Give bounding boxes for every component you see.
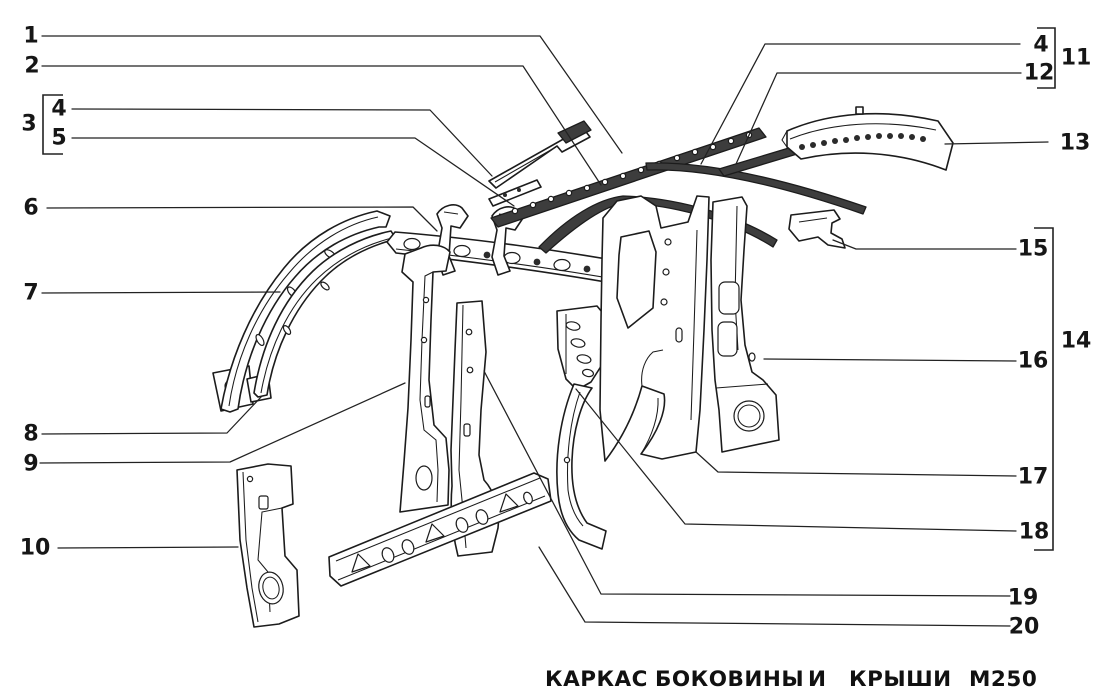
- leader-18: [575, 388, 1017, 532]
- leader-16: [763, 358, 1017, 362]
- group-brackets: [42, 27, 1056, 551]
- bracket-assembly-14: [1034, 227, 1054, 551]
- part-body-side-panel: [599, 195, 710, 462]
- leader-19: [483, 370, 1011, 597]
- callout-9: 9: [23, 452, 38, 477]
- part-front-body-pillar-lower: [236, 463, 300, 628]
- figure-caption: КАРКАС БОКОВИНЫ И КРЫШИ М250: [545, 667, 1037, 692]
- leader-12: [735, 72, 1022, 165]
- part-lock-pillar-reinforcement: [556, 305, 608, 391]
- caption-word-bokoviny: БОКОВИНЫ: [655, 667, 804, 692]
- callout-2: 2: [24, 54, 39, 79]
- callout-6: 6: [23, 196, 38, 221]
- bracket-assembly-3: [42, 94, 63, 155]
- part-rear-roof-side-rail-long: [645, 162, 867, 215]
- callout-numbers: 1 2 3 4 5 6 7 8 9 10 4 12 11 13 15 16 17…: [20, 24, 1092, 640]
- callout-12: 12: [1024, 61, 1055, 86]
- callout-5: 5: [51, 126, 66, 151]
- leader-13: [944, 141, 1049, 145]
- caption-word-kryshi: КРЫШИ: [849, 667, 952, 692]
- part-front-pillar-inner-strip: [246, 230, 397, 403]
- part-front-roof-rail-reinforcement: [490, 127, 767, 228]
- caption-word-karkas: КАРКАС: [545, 667, 648, 692]
- bracket-assembly-11: [1037, 27, 1056, 89]
- leader-lines: [39, 35, 1049, 627]
- part-front-roof-rail-outer: [488, 120, 592, 189]
- leader-4-left: [71, 108, 493, 177]
- leader-15: [832, 239, 1017, 250]
- part-sill-rail: [328, 472, 552, 587]
- callout-11: 11: [1061, 46, 1092, 71]
- callout-10: 10: [20, 536, 51, 561]
- leader-7: [41, 291, 281, 294]
- part-roof-rail-bracket: [788, 209, 846, 249]
- callout-16: 16: [1018, 349, 1049, 374]
- leader-10: [57, 546, 239, 549]
- leader-4-right: [700, 43, 1021, 165]
- leader-17: [695, 451, 1017, 477]
- part-rear-roof-header-panel: [781, 106, 954, 171]
- leader-1: [41, 35, 623, 154]
- part-roof-rail-insert: [488, 179, 542, 207]
- callout-4-left: 4: [51, 97, 66, 122]
- callout-7: 7: [23, 281, 38, 306]
- leader-9: [39, 382, 406, 464]
- parts-drawing: [212, 106, 954, 628]
- leader-2: [41, 65, 602, 186]
- leader-5: [71, 137, 515, 207]
- part-wheel-arch-strip: [556, 383, 607, 550]
- callout-13: 13: [1060, 131, 1091, 156]
- part-rear-roof-side-rail-low: [538, 195, 778, 254]
- caption-word-i: И: [808, 667, 827, 692]
- callout-3: 3: [21, 112, 36, 137]
- callout-19: 19: [1008, 586, 1039, 611]
- leader-8: [41, 395, 263, 435]
- part-rear-pillar-panel: [710, 196, 780, 453]
- callout-4-right: 4: [1033, 33, 1048, 58]
- caption-word-m250: М250: [969, 667, 1037, 692]
- callout-1: 1: [23, 24, 38, 49]
- callout-17: 17: [1018, 465, 1049, 490]
- callout-14: 14: [1061, 329, 1092, 354]
- leader-6: [46, 206, 438, 232]
- callout-18: 18: [1019, 520, 1050, 545]
- callout-15: 15: [1018, 237, 1049, 262]
- callout-8: 8: [23, 422, 38, 447]
- part-center-pillar-front: [399, 244, 451, 513]
- leader-20: [538, 546, 1011, 627]
- callout-20: 20: [1009, 615, 1040, 640]
